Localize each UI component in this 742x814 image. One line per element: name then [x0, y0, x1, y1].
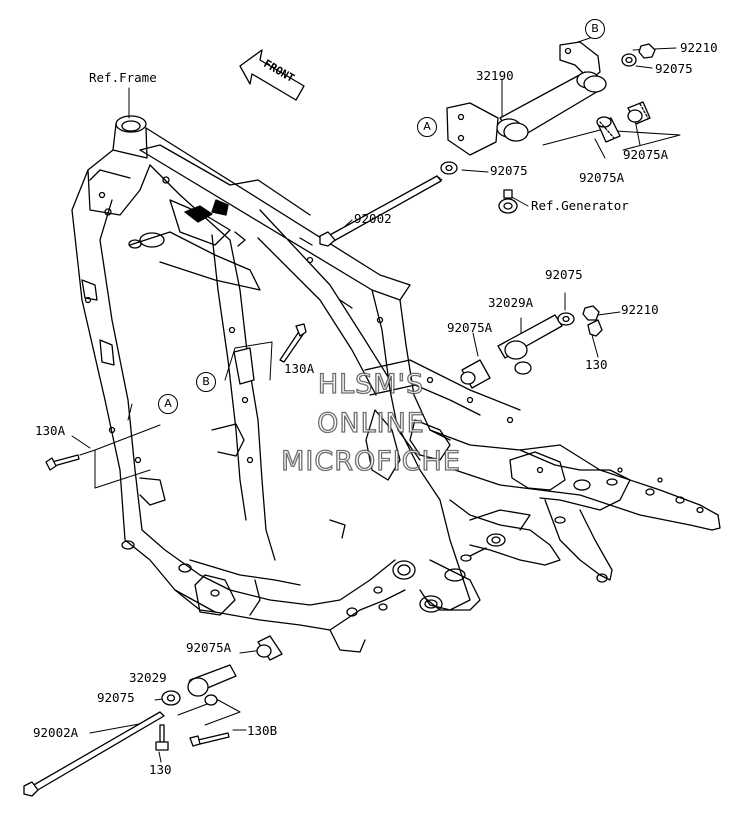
bolt-130a-b	[233, 323, 307, 385]
label-92002: 92002	[354, 211, 392, 226]
label-92075a-mid: 92075A	[447, 320, 493, 335]
label-130-bottom: 130	[149, 762, 172, 777]
label-92075a-center: 92075A	[579, 170, 625, 185]
front-arrow-icon: FRONT	[239, 49, 305, 101]
label-92210-mid: 92210	[621, 302, 659, 317]
label-130a-left: 130A	[35, 423, 66, 438]
label-32190: 32190	[476, 68, 514, 83]
label-92210-top: 92210	[680, 40, 718, 55]
label-130b: 130B	[247, 723, 278, 738]
label-32029: 32029	[129, 670, 167, 685]
motorcycle-frame	[71, 115, 721, 653]
engine-mount-bracket	[440, 41, 656, 214]
label-130a-b: 130A	[284, 361, 315, 376]
bolt-92002	[319, 175, 443, 247]
label-92075-mid-top: 92075	[490, 163, 528, 178]
label-92075a-right: 92075A	[623, 147, 669, 162]
callout-b-frame: B	[196, 372, 216, 392]
lower-engine-mount	[23, 635, 283, 797]
callout-a-top: A	[417, 117, 437, 137]
label-92075a-bottom: 92075A	[186, 640, 232, 655]
watermark-line-2: ONLINE	[316, 408, 425, 439]
label-92075-mid: 92075	[545, 267, 583, 282]
bolt-130a-left	[45, 454, 80, 471]
callout-b-top: B	[585, 19, 605, 39]
label-92075-top: 92075	[655, 61, 693, 76]
label-92002a: 92002A	[33, 725, 79, 740]
label-32029a: 32029A	[488, 295, 534, 310]
watermark-line-1: HLSM'S	[317, 369, 425, 400]
mid-engine-mount	[460, 305, 603, 389]
callout-a-frame: A	[158, 394, 178, 414]
label-92075-bottom: 92075	[97, 690, 135, 705]
watermark-line-3: MICROFICHE	[280, 446, 461, 477]
label-130-mid: 130	[585, 357, 608, 372]
label-ref-generator: Ref.Generator	[531, 198, 629, 213]
label-ref-frame: Ref.Frame	[89, 70, 157, 85]
